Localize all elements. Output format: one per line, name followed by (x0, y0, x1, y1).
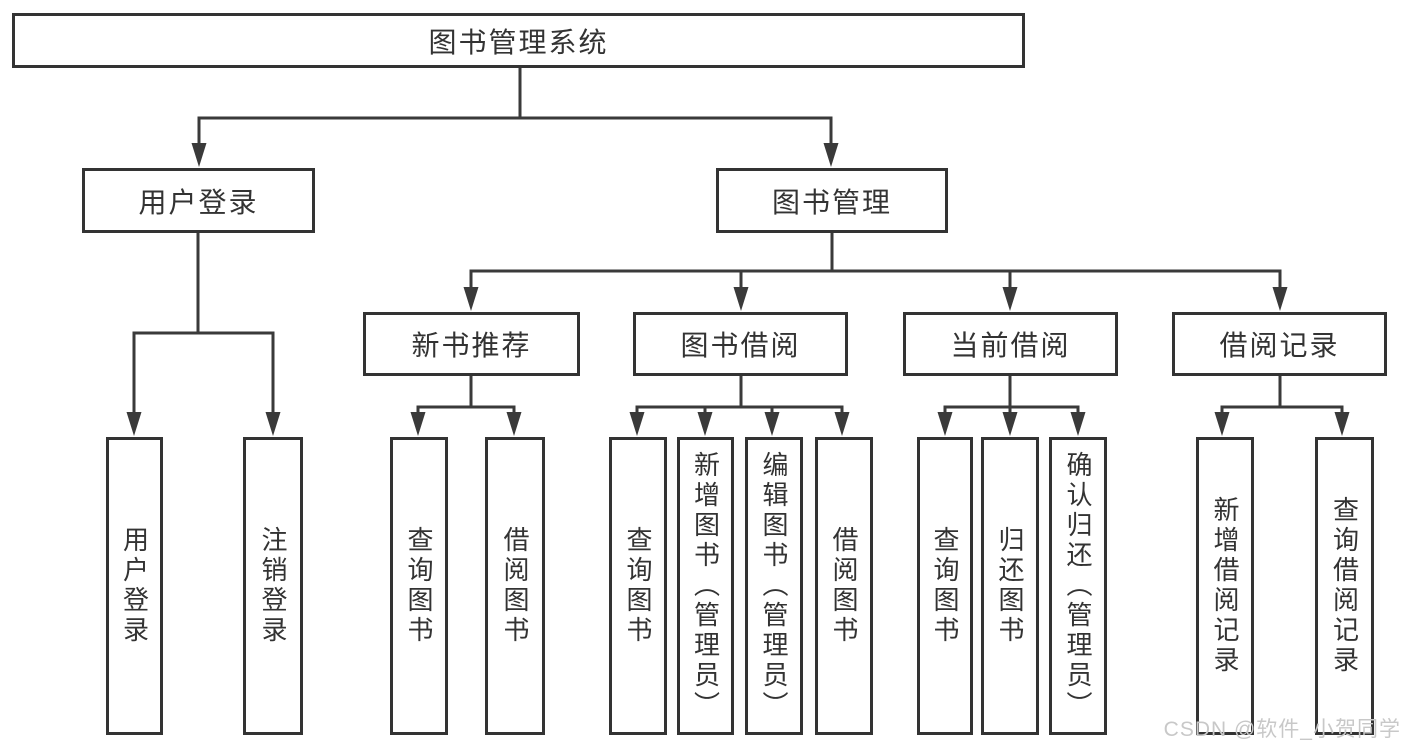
leaf-borrow-books-1: 借阅图书 (485, 437, 545, 735)
leaf-add-books-admin: 新增图书（管理员） (677, 437, 734, 735)
leaf-query-books-1-label: 查询图书 (404, 526, 434, 646)
leaf-return-books: 归还图书 (981, 437, 1039, 735)
leaf-confirm-return-admin-label: 确认归还（管理员） (1063, 451, 1093, 721)
arrowhead-icon (1002, 412, 1018, 436)
node-book-borrow: 图书借阅 (633, 312, 848, 376)
arrowhead-icon (1334, 412, 1350, 436)
arrowhead-icon (191, 143, 207, 167)
leaf-add-books-admin-label: 新增图书（管理员） (690, 451, 721, 721)
leaf-query-books-1: 查询图书 (390, 437, 448, 735)
leaf-query-books-2: 查询图书 (609, 437, 667, 735)
node-root-label: 图书管理系统 (428, 26, 609, 58)
arrowhead-icon (937, 412, 953, 436)
node-current-borrow: 当前借阅 (903, 312, 1118, 376)
node-borrow-records: 借阅记录 (1172, 312, 1387, 376)
node-new-book-recommend: 新书推荐 (363, 312, 580, 376)
node-borrow-records-label: 借阅记录 (1219, 330, 1340, 361)
arrowhead-icon (834, 412, 850, 436)
node-current-borrow-label: 当前借阅 (950, 330, 1071, 361)
node-user-login-label: 用户登录 (138, 186, 259, 218)
arrowhead-icon (463, 287, 479, 311)
node-new-book-recommend-label: 新书推荐 (411, 330, 532, 361)
arrowhead-icon (410, 412, 426, 436)
arrowhead-icon (733, 287, 749, 311)
leaf-logout: 注销登录 (243, 437, 303, 735)
arrowhead-icon (629, 412, 645, 436)
leaf-borrow-books-1-label: 借阅图书 (500, 526, 530, 646)
leaf-query-books-3: 查询图书 (917, 437, 973, 735)
node-root: 图书管理系统 (12, 13, 1025, 68)
leaf-user-login: 用户登录 (106, 437, 163, 735)
leaf-query-books-3-label: 查询图书 (930, 526, 960, 646)
arrowhead-icon (506, 412, 522, 436)
arrowhead-icon (1214, 412, 1230, 436)
leaf-edit-books-admin: 编辑图书（管理员） (745, 437, 803, 735)
arrowhead-icon (823, 143, 839, 167)
leaf-query-borrow-record-label: 查询借阅记录 (1329, 496, 1360, 676)
leaf-borrow-books-2-label: 借阅图书 (829, 526, 859, 646)
node-book-borrow-label: 图书借阅 (680, 330, 801, 361)
node-book-management: 图书管理 (716, 168, 948, 233)
leaf-query-borrow-record: 查询借阅记录 (1315, 437, 1374, 735)
csdn-watermark: CSDN @软件_小贺同学 (1163, 718, 1401, 741)
leaf-add-borrow-record: 新增借阅记录 (1196, 437, 1254, 735)
leaf-borrow-books-2: 借阅图书 (815, 437, 873, 735)
arrowhead-icon (265, 412, 281, 436)
leaf-return-books-label: 归还图书 (995, 526, 1025, 646)
arrowhead-icon (1272, 287, 1288, 311)
arrowhead-icon (126, 412, 142, 436)
node-book-management-label: 图书管理 (771, 186, 892, 218)
arrowhead-icon (764, 412, 780, 436)
leaf-confirm-return-admin: 确认归还（管理员） (1049, 437, 1107, 735)
leaf-edit-books-admin-label: 编辑图书（管理员） (759, 451, 789, 721)
arrowhead-icon (697, 412, 713, 436)
leaf-logout-label: 注销登录 (258, 526, 288, 646)
arrowhead-icon (1002, 287, 1018, 311)
arrowhead-icon (1070, 412, 1086, 436)
leaf-user-login-label: 用户登录 (119, 526, 150, 646)
leaf-query-books-2-label: 查询图书 (623, 526, 653, 646)
leaf-add-borrow-record-label: 新增借阅记录 (1210, 496, 1240, 676)
node-user-login: 用户登录 (82, 168, 315, 233)
